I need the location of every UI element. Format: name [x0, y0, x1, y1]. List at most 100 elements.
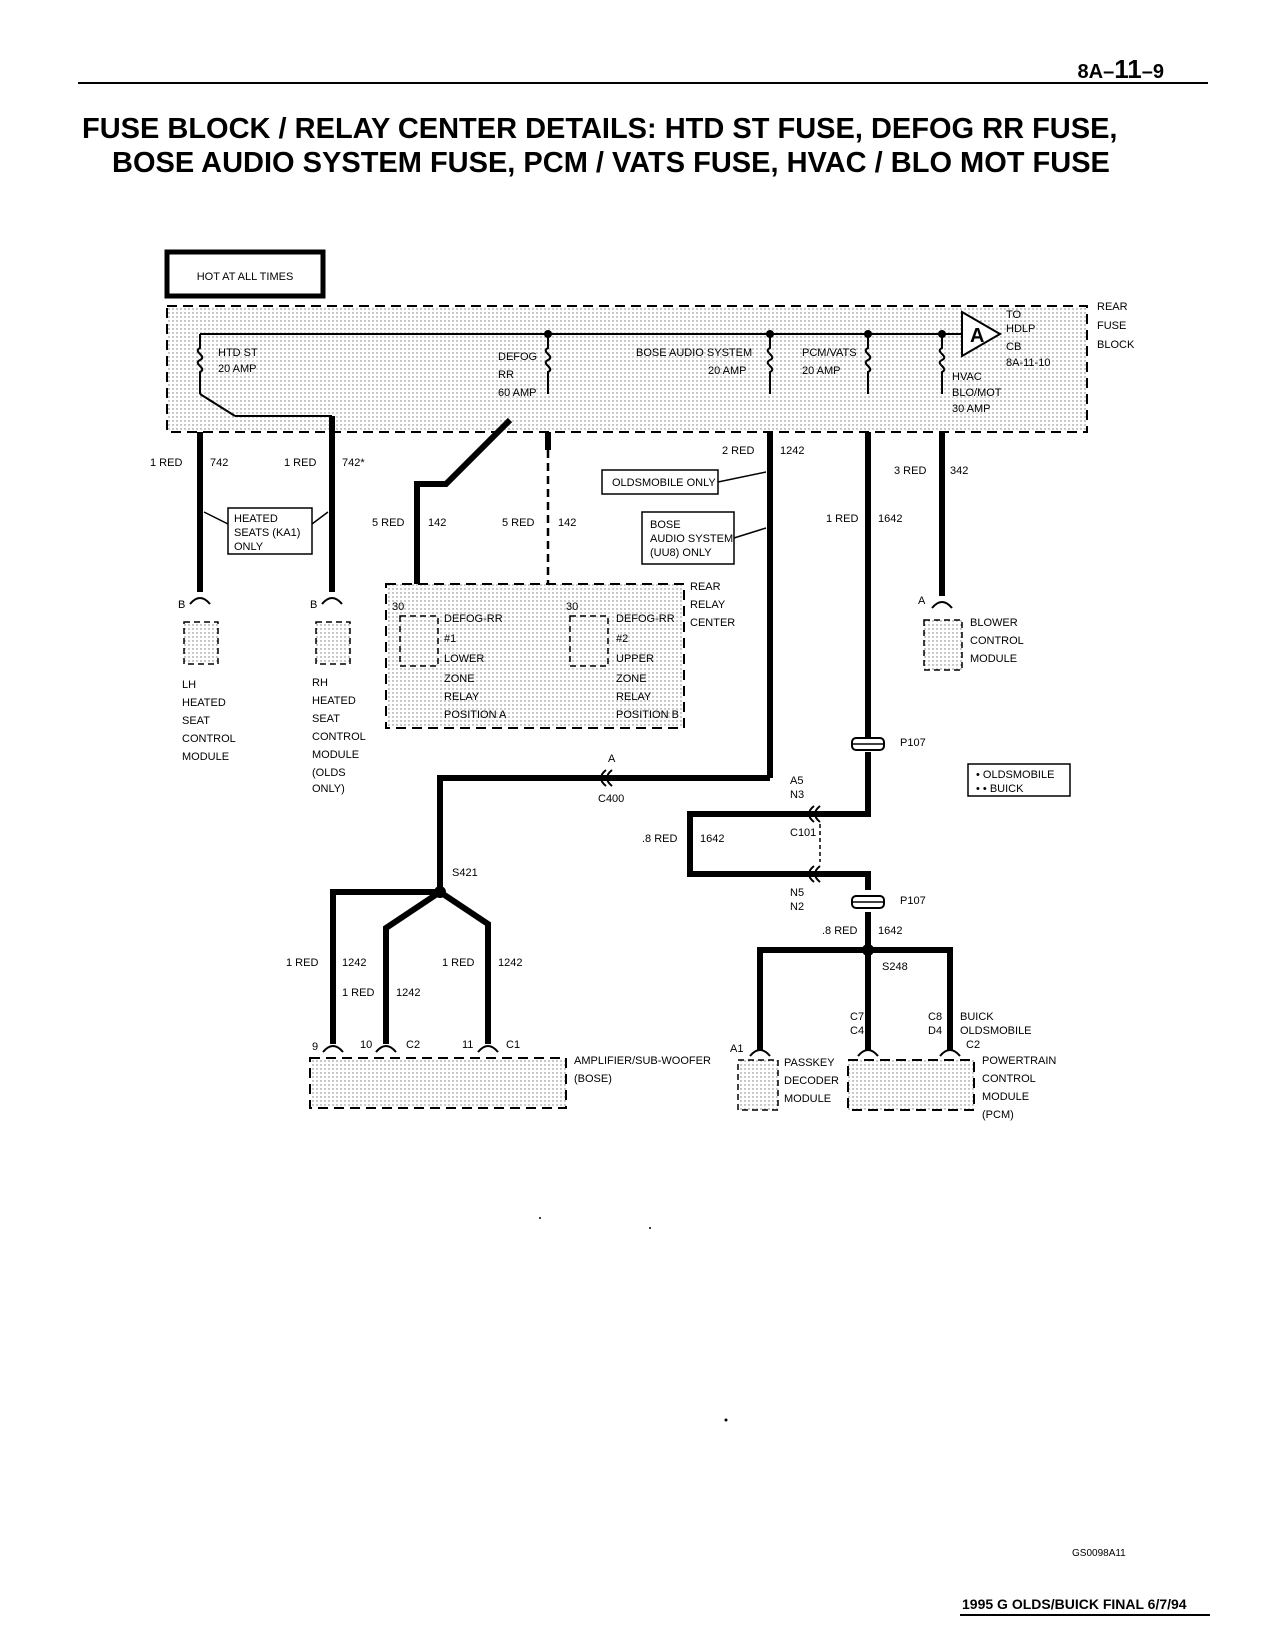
blower-label-1: BLOWER	[970, 617, 1018, 629]
powertrain-control-module	[847, 1059, 975, 1111]
cb-line-4: 8A-11-10	[1006, 357, 1050, 369]
relay1-pin: 30	[392, 601, 404, 613]
wire-1242c-size: 1 RED	[442, 957, 474, 969]
c400-pin: A	[608, 753, 616, 765]
cb-letter: A	[970, 325, 984, 347]
relay1-l1: DEFOG-RR	[444, 613, 503, 625]
c400-label: C400	[598, 793, 624, 805]
c101-pin-a5: A5	[790, 775, 803, 787]
blower-pin: A	[918, 595, 926, 607]
wire-1242b-size: 1 RED	[342, 987, 374, 999]
fuse-pcm-name: PCM/VATS	[802, 347, 857, 359]
c101-label: C101	[790, 827, 816, 839]
title-line-2: BOSE AUDIO SYSTEM FUSE, PCM / VATS FUSE,…	[112, 147, 1110, 179]
c101-pin-n3: N3	[790, 789, 804, 801]
fuse-defog-rr: RR	[498, 369, 514, 381]
fuse-hvac-amp: 30 AMP	[952, 403, 991, 415]
relay1-l4: ZONE	[444, 673, 475, 685]
lh-label-2: HEATED	[182, 697, 226, 709]
wire-1642-size: 1 RED	[826, 513, 858, 525]
cb-line-2: HDLP	[1006, 323, 1035, 335]
rh-label-1: RH	[312, 677, 328, 689]
relay2-l1: DEFOG-RR	[616, 613, 675, 625]
c101-pin-n5: N5	[790, 887, 804, 899]
bose-only-3: (UU8) ONLY	[650, 547, 712, 559]
passkey-label-1: PASSKEY	[784, 1057, 835, 1069]
relay2-l2: #2	[616, 633, 628, 645]
heated-seats-2: SEATS (KA1)	[234, 527, 300, 539]
wire-142b-circuit: 142	[558, 517, 576, 529]
passkey-label-2: DECODER	[784, 1075, 839, 1087]
p107-upper-label: P107	[900, 737, 926, 749]
passkey-pin: A1	[730, 1043, 743, 1055]
amp-pin-c2: C2	[406, 1039, 420, 1051]
splice-s421-dot	[434, 886, 446, 898]
pcm-fuse	[864, 334, 872, 394]
hot-at-all-times-box	[164, 249, 326, 299]
defog-relay-2	[569, 615, 609, 667]
legend-box	[967, 763, 1071, 797]
blower-label-3: MODULE	[970, 653, 1017, 665]
passkey-label-3: MODULE	[784, 1093, 831, 1105]
relay2-l4: ZONE	[616, 673, 647, 685]
wire-1642b-circuit: 1642	[700, 833, 724, 845]
fuse-hvac-name: HVAC	[952, 371, 982, 383]
heated-seats-note	[227, 507, 313, 555]
lh-heated-seat-module	[183, 621, 219, 665]
olds-only-note	[601, 469, 719, 495]
amp-label-2: (BOSE)	[574, 1073, 612, 1085]
pcm-pin-c8: C8	[928, 1011, 942, 1023]
legend-olds: • OLDSMOBILE	[976, 769, 1054, 781]
blower-control-module	[923, 619, 963, 671]
fuse-block-label-3: BLOCK	[1097, 339, 1135, 351]
title-line-1: FUSE BLOCK / RELAY CENTER DETAILS: HTD S…	[82, 113, 1118, 145]
fuse-htd-st-amp: 20 AMP	[218, 363, 257, 375]
wire-1242top-size: 2 RED	[722, 445, 754, 457]
c101-upper-symbol	[808, 805, 821, 823]
hvac-fuse	[938, 334, 946, 394]
pcm-label-3: MODULE	[982, 1091, 1029, 1103]
s248-label: S248	[882, 961, 908, 973]
header-rule	[78, 82, 1208, 84]
wire-342-size: 3 RED	[894, 465, 926, 477]
lh-pin: B	[178, 599, 185, 611]
wire-742a-circuit: 742	[210, 457, 228, 469]
pcm-pin-c7: C7	[850, 1011, 864, 1023]
rh-label-5: MODULE	[312, 749, 359, 761]
circuit-breaker-symbol	[961, 310, 1002, 358]
wire-142a-circuit: 142	[428, 517, 446, 529]
fuse-block-label-1: REAR	[1097, 301, 1128, 313]
wire-1242a-circuit: 1242	[342, 957, 366, 969]
fuse-block-label-2: FUSE	[1097, 320, 1126, 332]
relay-center-label-2: RELAY	[690, 599, 726, 611]
defog-fuse	[544, 334, 552, 394]
c101-pin-n2: N2	[790, 901, 804, 913]
amplifier-module	[309, 1057, 567, 1109]
edition-footer: 1995 G OLDS/BUICK FINAL 6/7/94	[962, 1596, 1187, 1612]
pcm-buick: BUICK	[960, 1011, 994, 1023]
hot-at-all-times-label: HOT AT ALL TIMES	[197, 271, 294, 283]
wire-742b-circuit: 742*	[342, 457, 365, 469]
figure-id: GS0098A11	[1072, 1548, 1126, 1559]
relay-center-label-1: REAR	[690, 581, 721, 593]
relay-center-label-3: CENTER	[690, 617, 735, 629]
cb-line-1: TO	[1006, 309, 1022, 321]
lh-label-1: LH	[182, 679, 196, 691]
relay2-l6: POSITION B	[616, 709, 679, 721]
pcm-label-1: POWERTRAIN	[982, 1055, 1056, 1067]
rear-fuse-block	[166, 305, 1088, 433]
lh-label-3: SEAT	[182, 715, 210, 727]
pcm-olds: OLDSMOBILE	[960, 1025, 1032, 1037]
rh-label-6: (OLDS	[312, 767, 346, 779]
bose-only-2: AUDIO SYSTEM	[650, 533, 733, 545]
heated-seats-3: ONLY	[234, 541, 264, 553]
rear-relay-center	[385, 583, 685, 729]
bose-only-1: BOSE	[650, 519, 681, 531]
htd-st-fuse	[196, 334, 204, 394]
blower-label-2: CONTROL	[970, 635, 1024, 647]
bose-only-note	[641, 511, 735, 565]
cb-line-3: CB	[1006, 341, 1021, 353]
amp-label-1: AMPLIFIER/SUB-WOOFER	[574, 1055, 711, 1067]
fuse-hvac-blo: BLO/MOT	[952, 387, 1002, 399]
